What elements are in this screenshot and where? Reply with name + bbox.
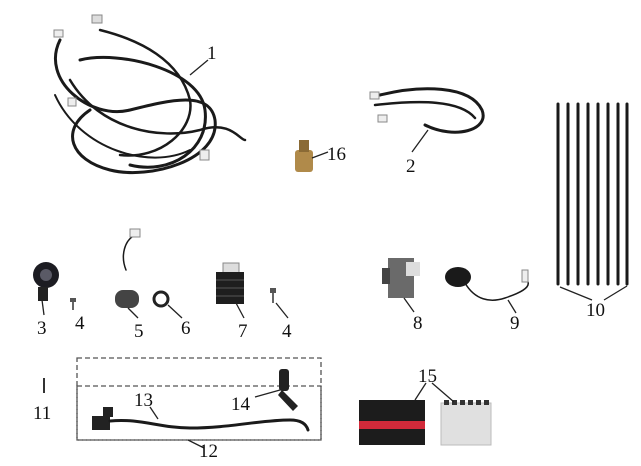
part-cdi bbox=[382, 258, 420, 298]
part-electrolyte-pack bbox=[440, 400, 492, 446]
callout-1: 1 bbox=[207, 43, 217, 64]
part-battery bbox=[359, 400, 425, 445]
callout-2: 2 bbox=[406, 156, 416, 177]
part-regulator bbox=[216, 262, 244, 304]
callout-7: 7 bbox=[238, 321, 248, 342]
callout-12: 12 bbox=[199, 441, 218, 462]
part-screw bbox=[270, 288, 276, 303]
callout-8: 8 bbox=[413, 313, 423, 334]
callout-13: 13 bbox=[134, 390, 153, 411]
part-screw bbox=[70, 298, 76, 310]
callout-4a: 4 bbox=[75, 313, 85, 334]
part-wiring-harness bbox=[53, 14, 247, 175]
assembly-boundary-outline bbox=[76, 357, 322, 441]
callout-11: 11 bbox=[33, 403, 51, 424]
part-clamp bbox=[152, 290, 170, 308]
part-sub-harness bbox=[369, 87, 485, 134]
callout-3: 3 bbox=[37, 318, 47, 339]
callout-15: 15 bbox=[418, 366, 437, 387]
part-horn bbox=[33, 262, 59, 301]
part-coil bbox=[115, 228, 141, 308]
part-bolt bbox=[295, 140, 313, 172]
callout-5: 5 bbox=[134, 321, 144, 342]
callout-10: 10 bbox=[586, 300, 605, 321]
part-spark-plug-cap bbox=[92, 407, 310, 432]
part-sensor bbox=[445, 267, 529, 301]
callout-4b: 4 bbox=[282, 321, 292, 342]
part-cable-ties bbox=[556, 102, 629, 286]
callout-9: 9 bbox=[510, 313, 520, 334]
callout-16: 16 bbox=[327, 144, 346, 165]
callout-14: 14 bbox=[231, 394, 251, 415]
callout-6: 6 bbox=[181, 318, 191, 339]
part-cap bbox=[278, 369, 298, 411]
